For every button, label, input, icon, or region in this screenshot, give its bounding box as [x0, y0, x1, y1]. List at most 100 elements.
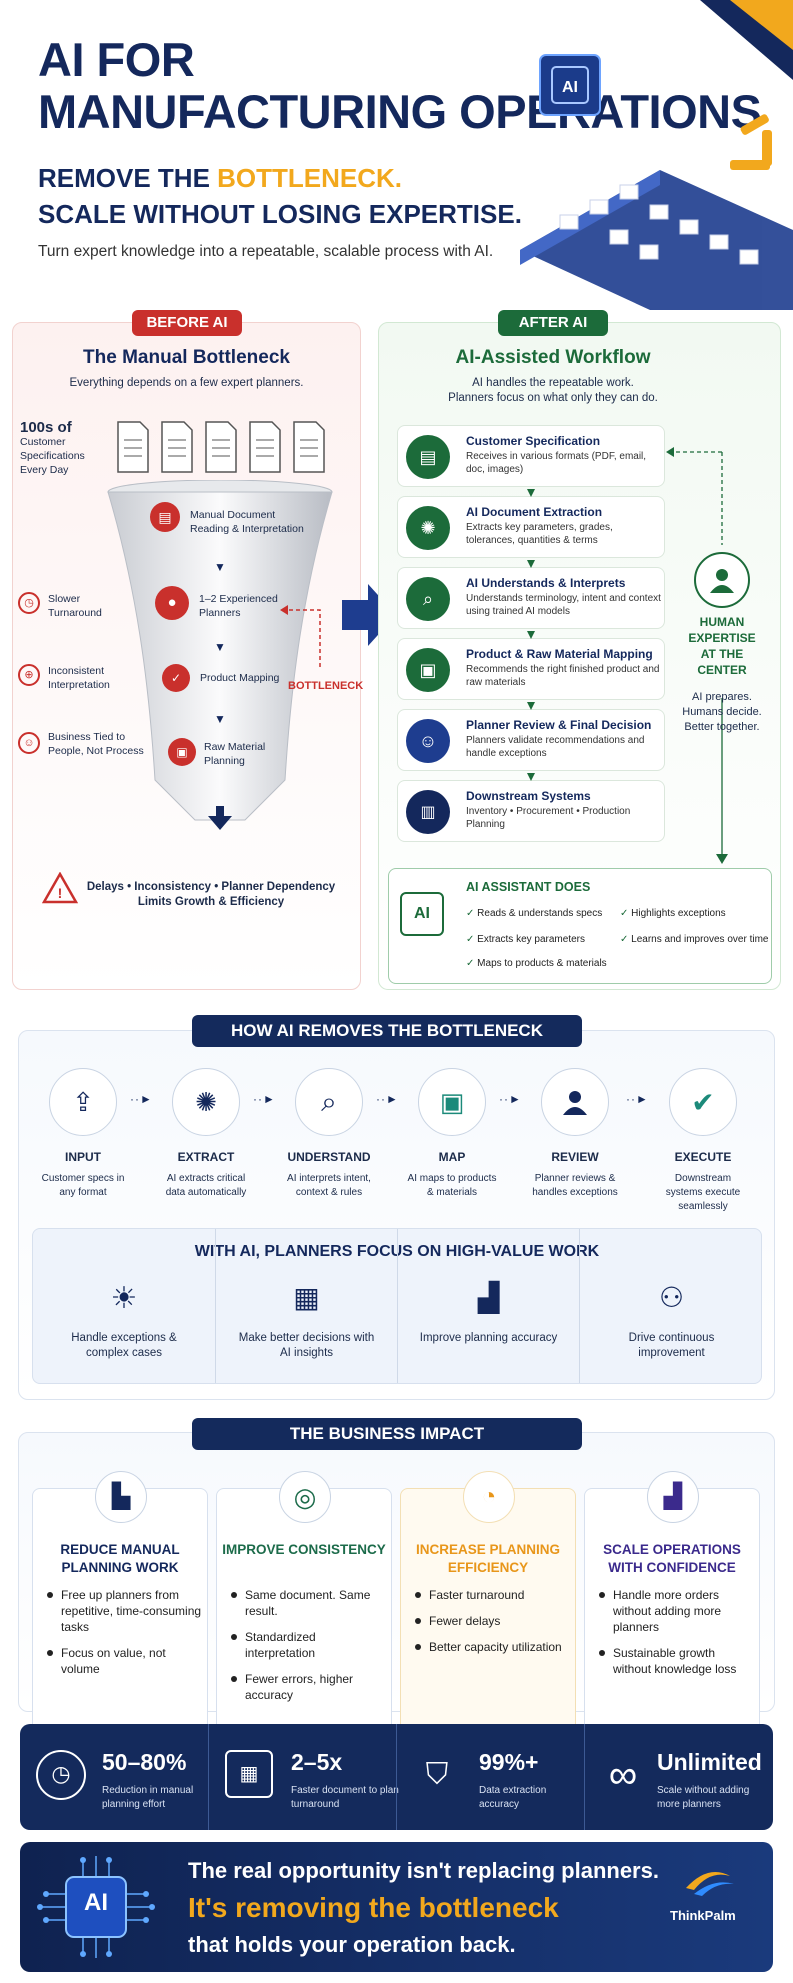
magnifier-icon: ⌕	[406, 577, 450, 621]
workflow-step-extraction: ✺ AI Document Extraction Extracts key pa…	[397, 496, 665, 558]
input-volume-label: 100s of Customer Specifications Every Da…	[20, 419, 85, 476]
process-steps: ⇪ INPUT Customer specs in any format ✺ E…	[18, 1060, 775, 1220]
factory-hero-illustration: AI	[520, 0, 793, 310]
before-ai-badge: BEFORE AI	[132, 310, 242, 336]
check-icon: ✓	[620, 934, 632, 945]
workflow-step-review: ☺ Planner Review & Final Decision Planne…	[397, 709, 665, 771]
person-icon: ☺	[406, 719, 450, 763]
document-icon: ▤	[406, 435, 450, 479]
flow-arrow-icon: ··►	[626, 1092, 649, 1106]
speedometer-icon: ◔	[463, 1471, 515, 1523]
calendar-icon: ▦	[225, 1750, 273, 1798]
workflow-step-interpret: ⌕ AI Understands & Interprets Understand…	[397, 567, 665, 629]
workflow-step-mapping: ▣ Product & Raw Material Mapping Recomme…	[397, 638, 665, 700]
ai-chip-label: AI	[562, 79, 578, 96]
workflow-step-customer-spec: ▤ Customer Specification Receives in var…	[397, 425, 665, 487]
closing-banner: AI The real opportunity isn't replacing …	[20, 1842, 773, 1972]
person-icon: ☺	[18, 732, 40, 754]
brain-icon: ✺	[406, 506, 450, 550]
impact-banner: THE BUSINESS IMPACT	[192, 1418, 582, 1450]
how-ai-banner: HOW AI REMOVES THE BOTTLENECK	[192, 1015, 582, 1047]
impact-card-efficiency: ◔ INCREASE PLANNING EFFICIENCY Faster tu…	[400, 1471, 576, 1743]
closing-line-2: It's removing the bottleneck	[188, 1892, 559, 1923]
process-step-extract: ✺ EXTRACT AI extracts critical data auto…	[151, 1060, 261, 1220]
process-step-input: ⇪ INPUT Customer specs in any format	[28, 1060, 138, 1220]
focus-item-accuracy: ▟ Improve planning accuracy	[397, 1229, 579, 1383]
process-step-execute: ✔ EXECUTE Downstream systems execute sea…	[648, 1060, 758, 1220]
page-title: AI FOR MANUFACTURING OPERATIONS	[38, 33, 762, 138]
assistant-item: ✓ Extracts key parameters	[466, 934, 585, 945]
document-icon: ▤	[150, 502, 180, 532]
assistant-item: ✓ Maps to products & materials	[466, 958, 607, 969]
check-icon: ✓	[466, 934, 478, 945]
closing-line-3: that holds your operation back.	[188, 1932, 516, 1957]
flow-arrow-icon: ▼	[214, 712, 226, 726]
cube-icon: ▣	[418, 1068, 486, 1136]
shield-check-icon: ⛉	[425, 1758, 449, 1791]
stat-scale: ∞ Unlimited Scale without adding more pl…	[584, 1724, 773, 1830]
focus-item-exceptions: ☀ Handle exceptions & complex cases	[71, 1282, 177, 1359]
flow-arrow-icon: ··►	[253, 1092, 276, 1106]
upload-document-icon: ⇪	[49, 1068, 117, 1136]
stat-accuracy: ⛉ 99%+ Data extraction accuracy	[396, 1724, 584, 1830]
team-icon: ⚇	[658, 1282, 685, 1313]
impact-card-reduce: ▙ REDUCE MANUAL PLANNING WORK Free up pl…	[32, 1471, 208, 1743]
process-step-review: REVIEW Planner reviews & handles excepti…	[520, 1060, 630, 1220]
bottleneck-pointer	[280, 605, 321, 670]
tagline: Turn expert knowledge into a repeatable,…	[38, 243, 494, 260]
focus-item-decisions: ▦ Make better decisions with AI insights	[215, 1229, 397, 1383]
bottleneck-funnel	[107, 480, 333, 830]
infinity-icon: ∞	[608, 1753, 638, 1797]
box-icon: ▣	[406, 648, 450, 692]
process-step-understand: ⌕ UNDERSTAND AI interprets intent, conte…	[274, 1060, 384, 1220]
flow-arrow-icon: ··►	[499, 1092, 522, 1106]
box-icon: ▣	[168, 738, 196, 766]
person-icon: ●	[155, 586, 189, 620]
bar-chart-icon: ▟	[477, 1282, 500, 1313]
clock-icon: ◷	[36, 1750, 86, 1800]
brand-name: ThinkPalm	[670, 1908, 736, 1923]
declining-chart-icon: ▙	[95, 1471, 147, 1523]
thinkpalm-logo-icon	[686, 1872, 734, 1896]
check-icon: ✓	[466, 908, 478, 919]
check-icon: ✓	[466, 958, 478, 969]
ai-circuit-icon	[37, 1856, 155, 1958]
after-subtitle: AI handles the repeatable work. Planners…	[448, 377, 658, 404]
brain-icon: ✺	[172, 1068, 240, 1136]
clipboard-icon: ✓	[162, 664, 190, 692]
bottleneck-label: BOTTLENECK	[288, 680, 364, 692]
target-icon: ⊕	[18, 664, 40, 686]
flow-arrow-icon: ▼	[214, 560, 226, 574]
human-expertise-title: HUMAN EXPERTISE AT THE CENTER	[688, 615, 756, 677]
svg-text:!: !	[58, 885, 63, 901]
lightbulb-icon: ☀	[110, 1282, 138, 1315]
before-title: The Manual Bottleneck	[83, 347, 290, 368]
document-stack-icons	[117, 421, 325, 473]
flow-arrow-icon: ▼	[214, 640, 226, 654]
closing-line-1: The real opportunity isn't replacing pla…	[188, 1858, 659, 1883]
focus-item-improvement: ⚇ Drive continuous improvement	[579, 1229, 763, 1383]
magnifier-icon: ⌕	[295, 1068, 363, 1136]
stat-effort-reduction: ◷ 50–80% Reduction in manual planning ef…	[20, 1724, 208, 1830]
workflow-step-downstream: ▥ Downstream Systems Inventory • Procure…	[397, 780, 665, 842]
impact-card-consistency: ◎ IMPROVE CONSISTENCY Same document. Sam…	[216, 1471, 392, 1743]
assistant-item: ✓ Reads & understands specs	[466, 908, 603, 919]
target-icon: ◎	[279, 1471, 331, 1523]
ai-chip-icon: AI	[400, 892, 444, 936]
impact-card-scale: ▟ SCALE OPERATIONS WITH CONFIDENCE Handl…	[584, 1471, 760, 1743]
human-expertise-desc: AI prepares. Humans decide. Better toget…	[682, 691, 762, 733]
ai-assistant-title: AI ASSISTANT DOES	[466, 880, 591, 894]
process-step-map: ▣ MAP AI maps to products & materials	[397, 1060, 507, 1220]
check-icon: ✓	[620, 908, 632, 919]
page-subtitle: REMOVE THE BOTTLENECK. SCALE WITHOUT LOS…	[38, 163, 522, 229]
check-circle-icon: ✔	[669, 1068, 737, 1136]
flow-arrow-icon: ··►	[376, 1092, 399, 1106]
transition-arrow	[342, 584, 396, 646]
human-loop-connector	[666, 447, 728, 864]
stat-turnaround: ▦ 2–5x Faster document to plan turnaroun…	[208, 1724, 399, 1830]
after-title: AI-Assisted Workflow	[455, 347, 651, 368]
after-ai-badge: AFTER AI	[498, 310, 608, 336]
stats-bar: ◷ 50–80% Reduction in manual planning ef…	[20, 1724, 773, 1830]
focus-panel: WITH AI, PLANNERS FOCUS ON HIGH-VALUE WO…	[32, 1228, 762, 1384]
ai-chip-label: AI	[84, 1889, 108, 1916]
